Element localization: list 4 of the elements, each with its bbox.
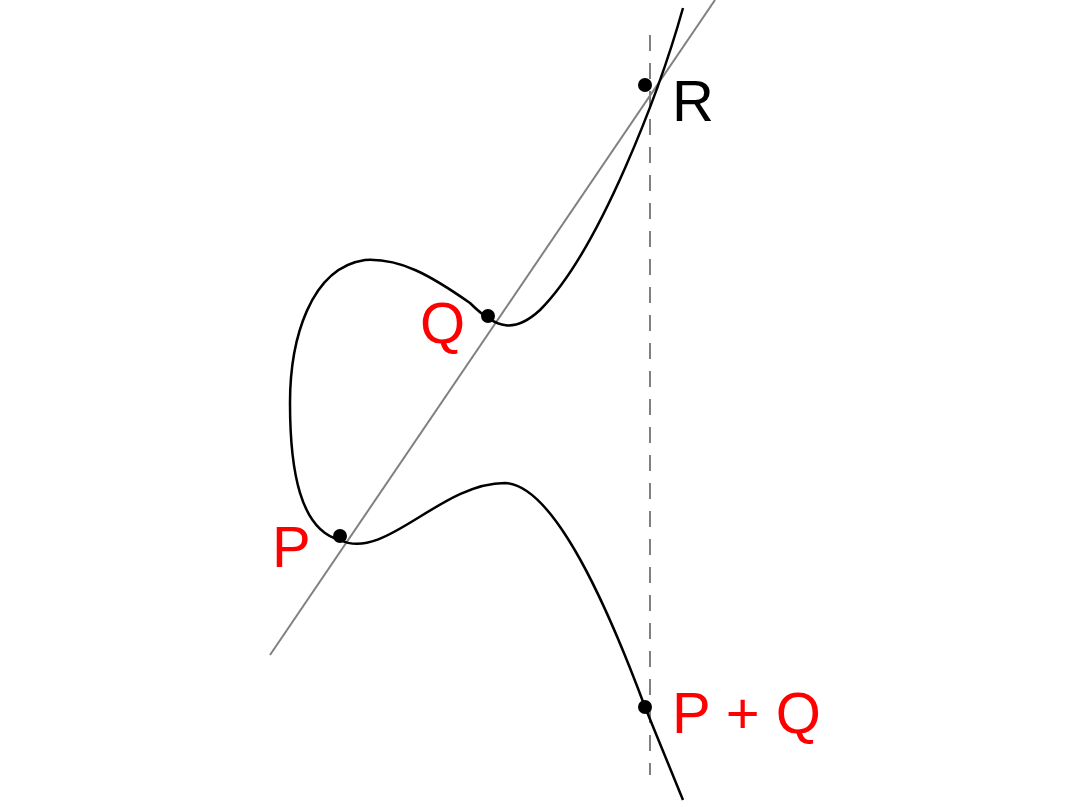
point-label: P + Q [672,684,821,742]
point-label: Q [420,294,466,352]
point-label: P [272,518,311,576]
point-label: R [672,72,714,130]
